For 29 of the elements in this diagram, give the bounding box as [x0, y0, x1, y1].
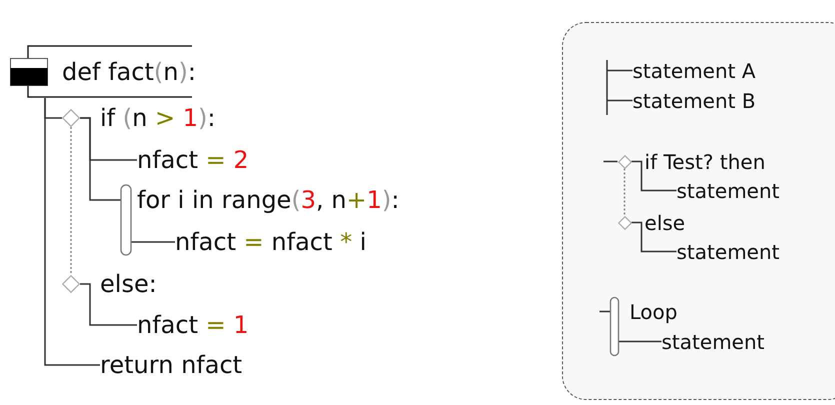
connector-line [70, 127, 72, 275]
connector-line [632, 160, 676, 192]
connector-line [604, 160, 618, 162]
code-line: nfact = 1 [137, 310, 249, 340]
statement-text: if Test? then [644, 150, 766, 174]
code-line: for i in range(3, n+1): [122, 185, 400, 215]
statement-text: statement A [632, 58, 756, 84]
statement-text: statement [662, 328, 765, 354]
connector-line [600, 296, 620, 356]
statement-text: Loop [612, 298, 678, 324]
function-signature: def fact(n): [62, 57, 196, 87]
code-line: return nfact [100, 350, 242, 380]
statement-text: statement [676, 178, 780, 204]
connector-line [80, 117, 132, 256]
statement-text: statement B [632, 88, 756, 114]
connector-line [606, 59, 634, 116]
connector-line [624, 168, 626, 216]
connector-line [607, 100, 632, 102]
connector-line [632, 222, 676, 252]
code-line: else: [100, 270, 157, 298]
function-header [10, 45, 192, 98]
code-line: if (n > 1): [100, 104, 216, 132]
statement-text: else [644, 210, 686, 234]
connector-line [80, 283, 137, 326]
statement-text: statement [676, 238, 780, 264]
code-line: nfact = nfact * i [175, 227, 366, 257]
legend-panel [562, 22, 835, 400]
connector-line [44, 98, 100, 366]
code-line: nfact = 2 [137, 145, 249, 175]
